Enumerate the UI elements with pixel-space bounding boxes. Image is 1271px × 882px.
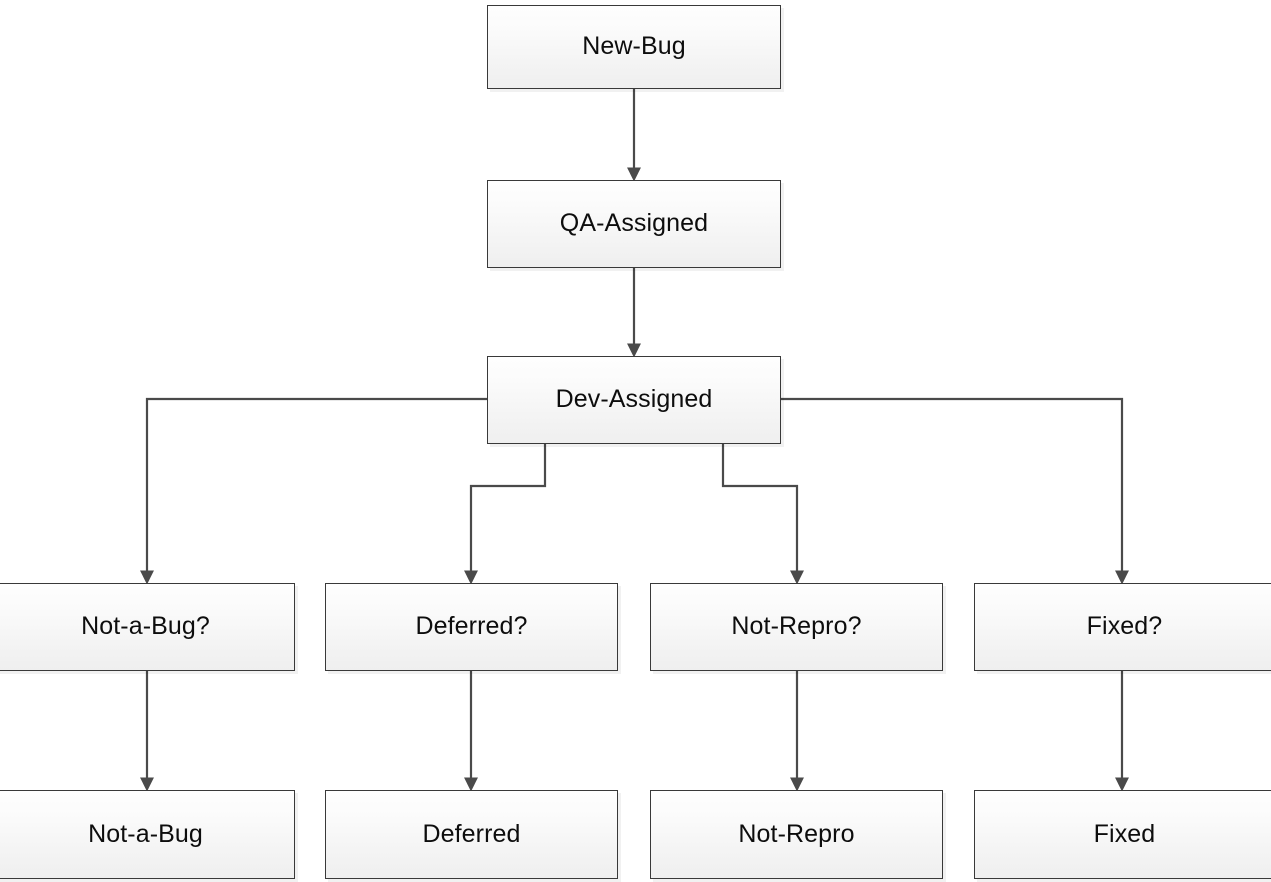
node-dev-assigned[interactable]: Dev-Assigned (487, 356, 781, 444)
node-not-a-bug[interactable]: Not-a-Bug (0, 790, 295, 879)
node-label-deferred: Deferred (422, 819, 521, 848)
node-label-not-a-bug: Not-a-Bug (88, 819, 203, 848)
node-fixed-q[interactable]: Fixed? (974, 583, 1271, 671)
connector-e-dev-deferred (463, 444, 547, 585)
node-label-new-bug: New-Bug (582, 32, 686, 61)
connector-e-dev-fixed (781, 397, 1130, 585)
node-not-repro-q[interactable]: Not-Repro? (650, 583, 943, 671)
node-not-repro[interactable]: Not-Repro (650, 790, 943, 879)
node-label-not-repro: Not-Repro (738, 819, 855, 848)
node-label-not-repro-q: Not-Repro? (731, 612, 862, 641)
node-deferred[interactable]: Deferred (325, 790, 618, 879)
node-label-fixed: Fixed (1093, 819, 1156, 848)
node-label-not-a-bug-q: Not-a-Bug? (81, 612, 210, 641)
node-qa-assigned[interactable]: QA-Assigned (487, 180, 781, 268)
node-not-a-bug-q[interactable]: Not-a-Bug? (0, 583, 295, 671)
connector-e-dev-notabug (139, 397, 487, 585)
connector-e-dev-notrepro (721, 444, 805, 585)
node-label-fixed-q: Fixed? (1086, 612, 1163, 641)
node-label-dev-assigned: Dev-Assigned (555, 385, 713, 414)
node-fixed[interactable]: Fixed (974, 790, 1271, 879)
node-label-deferred-q: Deferred? (415, 612, 528, 641)
node-new-bug[interactable]: New-Bug (487, 5, 781, 89)
node-deferred-q[interactable]: Deferred? (325, 583, 618, 671)
node-label-qa-assigned: QA-Assigned (559, 209, 709, 238)
